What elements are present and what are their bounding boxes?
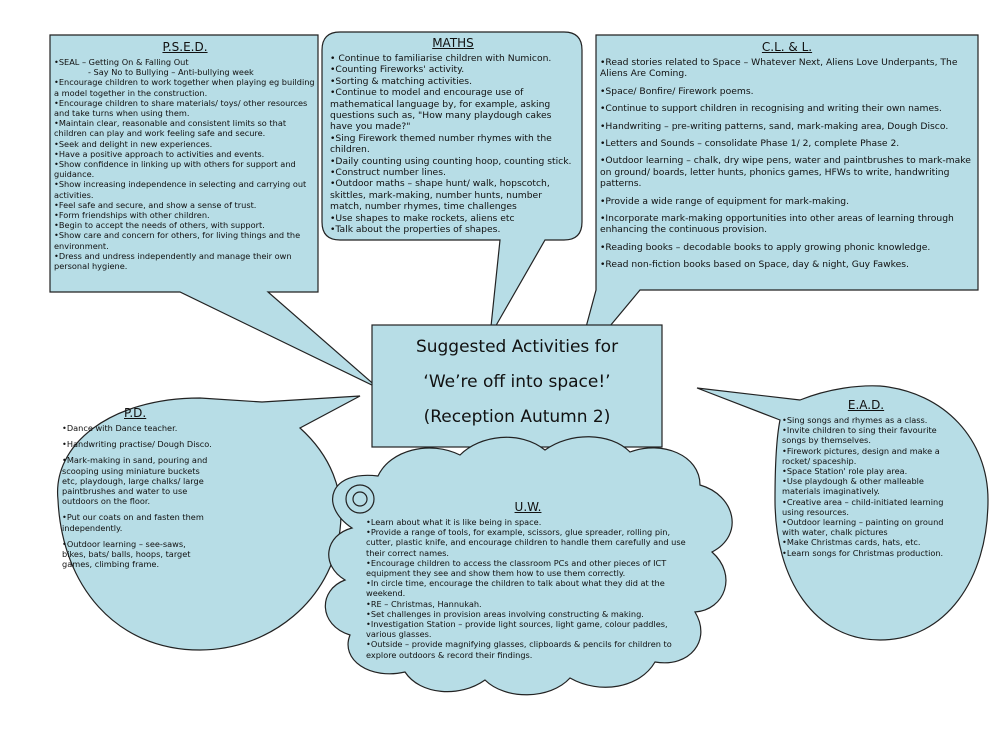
center-line-1: Suggested Activities for [415, 337, 619, 357]
list-item: •Set challenges in provision areas invol… [366, 608, 644, 619]
list-item: •Continue to support children in recogni… [600, 103, 942, 115]
list-item: •Letters and Sounds – consolidate Phase … [600, 138, 900, 150]
list-item: •Provide a range of tools, for example, … [366, 527, 686, 558]
list-item: •Invite children to sing their favourite… [782, 425, 937, 446]
list-item: •Outdoor learning – painting on ground w… [782, 517, 944, 538]
list-item: •Learn songs for Christmas production. [782, 547, 944, 558]
list-item: •Sing songs and rhymes as a class. [782, 415, 928, 425]
list-item: •Have a positive approach to activities … [54, 148, 265, 159]
list-item: •Handwriting – pre-writing patterns, san… [600, 120, 949, 132]
list-item: •Form friendships with other children. [54, 210, 210, 221]
list-item: •Use shapes to make rockets, aliens etc [330, 212, 515, 224]
list-item: •Sorting & matching activities. [330, 75, 472, 87]
list-item: •Daily counting using counting hoop, cou… [330, 155, 572, 167]
ead-list: •Sing songs and rhymes as a class. •Invi… [782, 415, 950, 558]
list-item: •Make Christmas cards, hats, etc. [782, 537, 921, 548]
list-item: •Continue to model and encourage use of … [330, 87, 552, 133]
psed-list: •SEAL – Getting On & Falling Out - Say N… [54, 57, 316, 271]
list-item: •Firework pictures, design and make a ro… [782, 445, 940, 466]
list-item: •Use playdough & other malleable materia… [782, 476, 924, 497]
maths-list: • Continue to familiarise children with … [330, 53, 576, 236]
list-item: •Provide a wide range of equipment for m… [600, 195, 850, 207]
pd-callout [57, 395, 361, 651]
pd-list: •Dance with Dance teacher. •Handwriting … [62, 423, 212, 569]
list-item: •Outdoor maths – shape hunt/ walk, hopsc… [330, 178, 550, 213]
list-item: •Counting Fireworks' activity. [330, 64, 465, 76]
uw-panel: U.W. •Learn about what it is like being … [366, 500, 690, 660]
list-item: •Put our coats on and fasten them indepe… [62, 512, 204, 533]
pd-title: P.D. [124, 406, 147, 420]
ead-title: E.A.D. [847, 398, 885, 412]
list-item: •Maintain clear, reasonable and consiste… [54, 118, 287, 139]
list-item: •Handwriting practise/ Dough Disco. [62, 439, 212, 450]
list-item: •Outdoor learning – see-saws, bikes, bat… [62, 538, 191, 570]
list-item: •Encourage children to access the classr… [366, 557, 667, 579]
list-item: •Dress and undress independently and man… [54, 250, 292, 272]
center-line-2: ‘We’re off into space!’ [423, 372, 611, 392]
psed-title: P.S.E.D. [162, 40, 208, 54]
list-item: •Encourage children to share materials/ … [54, 97, 308, 119]
list-item: •Mark-making in sand, pouring and scoopi… [62, 455, 208, 507]
cll-list: •Read stories related to Space – Whateve… [600, 57, 974, 271]
list-item: •SEAL – Getting On & Falling Out [54, 57, 189, 67]
list-item: •Show confidence in linking up with othe… [54, 159, 296, 180]
maths-title: MATHS [432, 36, 474, 50]
list-item: •Sing Firework themed number rhymes with… [330, 132, 552, 156]
list-item: •Reading books – decodable books to appl… [600, 241, 931, 253]
thought-bubble-small [352, 491, 368, 507]
list-item: •Space Station' role play area. [782, 466, 908, 477]
list-item: •Outdoor learning – chalk, dry wipe pens… [600, 155, 971, 190]
uw-list: •Learn about what it is like being in sp… [366, 517, 690, 660]
list-item: •Seek and delight in new experiences. [54, 138, 213, 149]
list-item: •In circle time, encourage the children … [366, 578, 665, 599]
list-item: •Learn about what it is like being in sp… [366, 517, 542, 527]
list-item: •Read stories related to Space – Whateve… [600, 57, 958, 80]
list-item: •Encourage children to work together whe… [54, 77, 315, 98]
list-item: - Say No to Bullying – Anti-bullying wee… [88, 67, 254, 78]
list-item: •Talk about the properties of shapes. [330, 224, 501, 236]
center-line-3: (Reception Autumn 2) [423, 407, 611, 427]
cll-callout [574, 34, 979, 369]
list-item: •Begin to accept the needs of others, wi… [54, 220, 265, 231]
uw-title: U.W. [514, 500, 542, 514]
psed-callout [49, 34, 379, 389]
list-item: •Read non-fiction books based on Space, … [600, 259, 909, 271]
ead-panel: E.A.D. •Sing songs and rhymes as a class… [782, 398, 950, 558]
ead-callout [696, 385, 989, 641]
list-item: •Show care and concern for others, for l… [54, 230, 301, 251]
uw-cloud [324, 436, 733, 696]
list-item: •Investigation Station – provide light s… [366, 619, 668, 640]
list-item: •Incorporate mark-making opportunities i… [600, 213, 954, 236]
maths-callout [321, 31, 583, 337]
maths-panel: MATHS • Continue to familiarise children… [330, 36, 576, 236]
pd-panel: P.D. •Dance with Dance teacher. •Handwri… [62, 406, 212, 575]
psed-panel: P.S.E.D. •SEAL – Getting On & Falling Ou… [54, 40, 316, 271]
list-item: •Show increasing independence in selecti… [54, 179, 307, 200]
cll-panel: C.L. & L. •Read stories related to Space… [600, 40, 974, 277]
list-item: •Space/ Bonfire/ Firework poems. [600, 85, 754, 97]
list-item: •Creative area – child-initiated learnin… [782, 496, 944, 517]
list-item: • Continue to familiarise children with … [330, 53, 552, 64]
list-item: •Outside – provide magnifying glasses, c… [366, 639, 672, 660]
list-item: •Dance with Dance teacher. [62, 423, 178, 433]
cll-title: C.L. & L. [761, 40, 813, 54]
list-item: •Feel safe and secure, and show a sense … [54, 199, 257, 210]
center-title: Suggested Activities for ‘We’re off into… [372, 330, 662, 435]
list-item: •RE – Christmas, Hannukah. [366, 598, 482, 609]
list-item: •Construct number lines. [330, 167, 446, 179]
